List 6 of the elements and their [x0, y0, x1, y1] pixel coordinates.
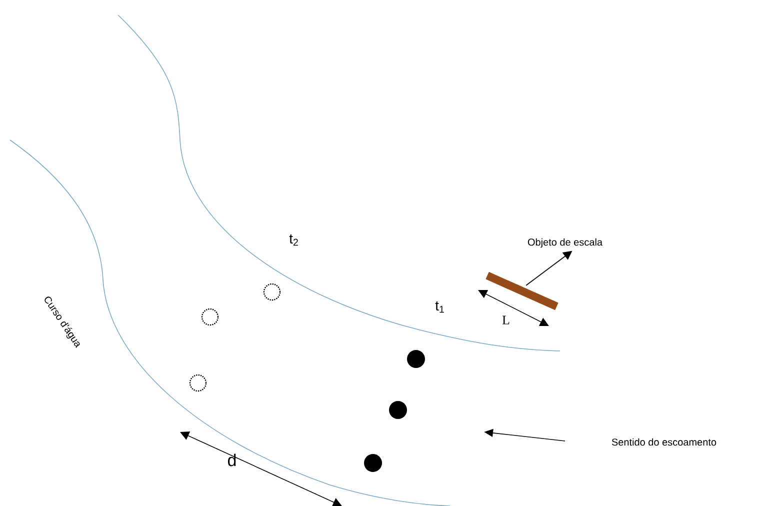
- scale-object: [486, 272, 558, 310]
- dimension-label: d: [228, 454, 236, 466]
- flow-label: Sentido do escoamento: [612, 438, 716, 446]
- callout-text: Objeto de escala: [528, 238, 602, 248]
- time-label: t$_{1}$: [435, 301, 444, 313]
- time-label: t$_{2}$: [289, 234, 298, 246]
